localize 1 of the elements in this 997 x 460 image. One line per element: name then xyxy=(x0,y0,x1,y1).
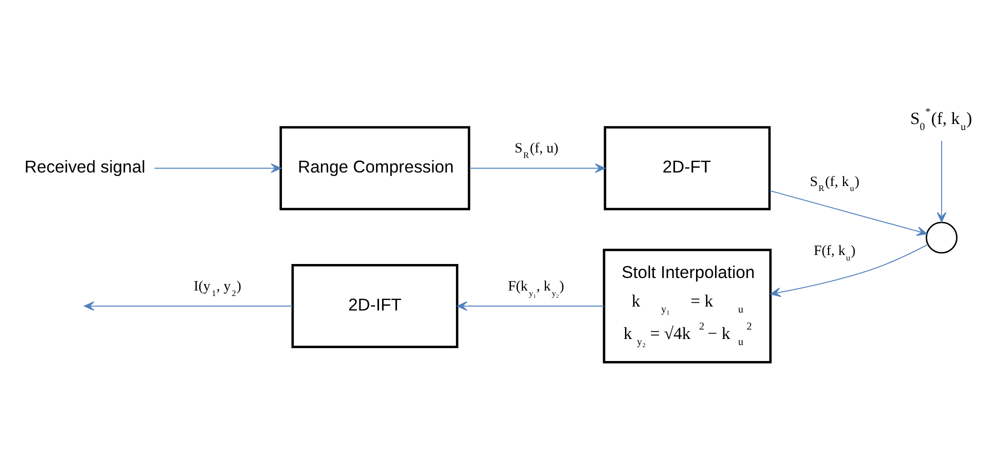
node-text: Received signal xyxy=(24,156,146,176)
